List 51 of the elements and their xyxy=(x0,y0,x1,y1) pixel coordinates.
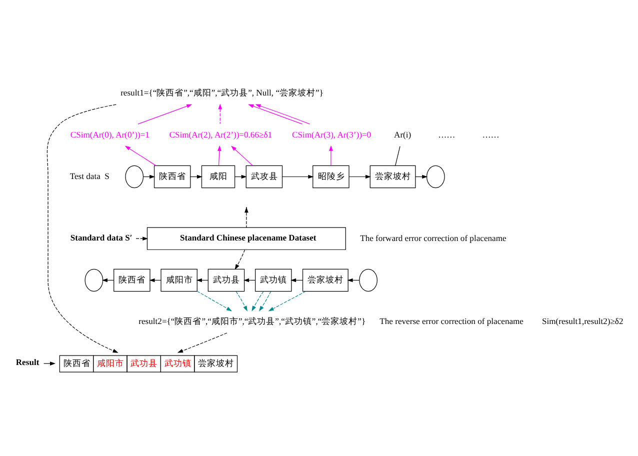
node-circle xyxy=(426,164,445,188)
arrow xyxy=(177,332,228,352)
arrow xyxy=(244,206,248,228)
node-box: 咸阳 xyxy=(201,164,236,188)
node-box: 陕西省 xyxy=(154,164,191,188)
label: Sim(result1,result2)≥δ2 xyxy=(542,316,624,326)
arrow xyxy=(236,290,248,311)
node-circle xyxy=(125,164,144,188)
node-text: result2={“陕西省”,“咸阳市”,“武功县”,“武功镇”,“尝家坡村”} xyxy=(138,316,366,326)
node-box: 武攻县 xyxy=(246,164,283,188)
arrow xyxy=(329,144,333,166)
arrow xyxy=(255,104,310,124)
label: The forward error correction of placename xyxy=(360,232,506,242)
arrow xyxy=(43,361,56,365)
node-text: Result xyxy=(16,356,40,367)
node-box: 武功县 xyxy=(208,268,245,292)
node-text: CSim(Ar(2), Ar(2’))=0.66≥δ1 xyxy=(169,128,272,139)
arrow xyxy=(234,249,246,270)
arrow xyxy=(138,104,192,124)
arrow xyxy=(46,104,118,352)
arrow xyxy=(348,174,371,178)
label: …… xyxy=(482,128,500,139)
arrow xyxy=(252,290,264,311)
node-text: CSim(Ar(0), Ar(0’))=1 xyxy=(70,128,150,139)
node-box: 陕西省 xyxy=(114,268,150,292)
arrow xyxy=(282,174,314,178)
node-circle xyxy=(359,268,378,292)
node-box: 尝家坡村 xyxy=(302,268,348,292)
arrow xyxy=(259,290,272,311)
node-box: Standard Chinese placename Dataset xyxy=(146,226,346,250)
node-text: Ar(i) xyxy=(394,128,412,139)
arrow xyxy=(124,145,156,166)
label: The reverse error correction of placename xyxy=(380,316,524,326)
arrow xyxy=(231,145,253,166)
arrow xyxy=(136,236,148,240)
node-text: CSim(Ar(3), Ar(3’))=0 xyxy=(292,128,372,139)
arrow xyxy=(248,104,303,124)
label: …… xyxy=(438,128,456,139)
label: Test data S xyxy=(70,170,110,181)
arrow xyxy=(217,144,222,166)
arrow xyxy=(196,290,232,311)
node-text: result1={“陕西省”,“咸阳”,“武功县”, Null, “尝家坡村”} xyxy=(120,87,324,98)
arrow xyxy=(218,103,222,124)
node-text: Standard data S′ xyxy=(70,232,132,242)
node-box: 昭陵乡 xyxy=(312,164,350,188)
node-box: 武功镇 xyxy=(255,268,292,292)
connector xyxy=(395,146,400,166)
node-circle xyxy=(84,268,104,292)
node-box: 尝家坡村 xyxy=(370,164,416,188)
arrow xyxy=(268,290,306,311)
node-box: 咸阳市 xyxy=(160,268,198,292)
